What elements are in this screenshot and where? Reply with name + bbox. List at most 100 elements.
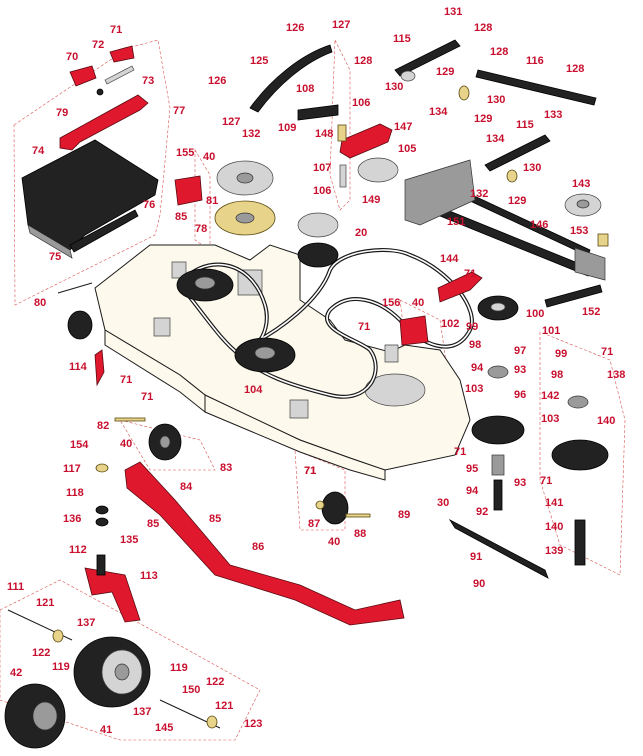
callout-140b: 140	[545, 521, 563, 533]
callout-130: 130	[385, 81, 403, 93]
pin	[104, 65, 135, 85]
callout-129: 129	[436, 66, 454, 78]
callout-106b: 106	[313, 185, 331, 197]
callout-104: 104	[244, 384, 263, 396]
belt-cover-assembly	[21, 45, 159, 294]
lift-link-116	[475, 69, 597, 106]
callout-133: 133	[544, 109, 562, 121]
callout-94: 94	[471, 362, 484, 374]
callout-145: 145	[155, 722, 173, 734]
callout-40c: 40	[120, 438, 132, 450]
callout-88: 88	[354, 528, 366, 540]
callout-102: 102	[441, 318, 459, 330]
callout-155: 155	[176, 147, 194, 159]
callout-130c: 130	[523, 162, 541, 174]
cover-bracket	[69, 209, 139, 253]
callout-77: 77	[173, 105, 185, 117]
callout-106: 106	[352, 97, 370, 109]
callout-135: 135	[120, 534, 138, 546]
front-axle-86	[124, 461, 405, 626]
callout-150: 150	[182, 684, 200, 696]
callout-107: 107	[313, 162, 331, 174]
callout-108: 108	[296, 83, 314, 95]
callout-130b: 130	[487, 94, 505, 106]
idler-arm-assembly	[249, 44, 393, 188]
callout-71f: 71	[141, 391, 153, 403]
callout-129b: 129	[474, 113, 492, 125]
callout-93b: 93	[514, 477, 526, 489]
callout-143: 143	[572, 178, 590, 190]
callout-71e: 71	[120, 374, 132, 386]
callout-84: 84	[180, 481, 193, 493]
callout-139: 139	[545, 545, 563, 557]
deflector-114	[94, 349, 105, 387]
lift-link-115	[394, 39, 461, 77]
callout-103b: 103	[541, 413, 559, 425]
callout-98b: 98	[551, 369, 563, 381]
torsion-arm-125	[249, 44, 333, 113]
lift-link-115b	[484, 134, 551, 172]
callout-70: 70	[66, 51, 78, 63]
callout-128d: 128	[566, 63, 584, 75]
callout-79: 79	[56, 107, 68, 119]
callout-134b: 134	[486, 133, 505, 145]
spindle-housing-right	[551, 439, 609, 471]
callouts: 71 72 70 73 79 77 74 76 75 80 126 127 12…	[7, 6, 625, 736]
callout-123: 123	[244, 718, 262, 730]
callout-125: 125	[250, 55, 268, 67]
idler-arm-147	[339, 123, 393, 159]
callout-42: 42	[10, 667, 22, 679]
callout-105: 105	[398, 143, 416, 155]
front-axle-assembly	[4, 461, 405, 749]
caster-fork-113	[84, 567, 141, 623]
callout-85: 85	[175, 211, 187, 223]
bracket-153	[597, 233, 609, 247]
callout-111: 111	[7, 581, 24, 593]
callout-122: 122	[32, 647, 50, 659]
idler-pulley-black	[297, 242, 339, 268]
callout-126: 126	[286, 22, 304, 34]
callout-153: 153	[570, 225, 588, 237]
callout-86: 86	[252, 541, 264, 553]
callout-154: 154	[70, 439, 89, 451]
callout-93: 93	[514, 364, 526, 376]
callout-117: 117	[63, 463, 81, 475]
callout-71c: 71	[358, 321, 370, 333]
callout-92: 92	[476, 506, 488, 518]
callout-95: 95	[466, 463, 478, 475]
callout-30: 30	[437, 497, 449, 509]
callout-127: 127	[332, 19, 350, 31]
red-bracket	[59, 94, 149, 151]
callout-132: 132	[242, 128, 260, 140]
callout-80: 80	[34, 297, 46, 309]
callout-71i: 71	[540, 475, 552, 487]
idler-pulley-149	[357, 157, 399, 183]
callout-140: 140	[597, 415, 615, 427]
callout-82: 82	[97, 420, 109, 432]
callout-97: 97	[514, 345, 526, 357]
callout-119b: 119	[170, 662, 188, 674]
callout-132b: 132	[470, 188, 488, 200]
callout-71g: 71	[454, 446, 466, 458]
roller-80	[67, 310, 93, 340]
callout-127b: 127	[222, 116, 240, 128]
callout-89: 89	[398, 509, 410, 521]
callout-138: 138	[607, 369, 625, 381]
blade-91	[448, 518, 549, 579]
callout-126b: 126	[208, 75, 226, 87]
callout-137: 137	[77, 617, 95, 629]
callout-156: 156	[382, 297, 400, 309]
idler-pulley-small	[297, 212, 339, 238]
callout-101: 101	[542, 325, 560, 337]
callout-20: 20	[355, 227, 367, 239]
lift-linkage	[394, 39, 609, 308]
callout-40d: 40	[328, 536, 340, 548]
callout-128c: 128	[354, 55, 372, 67]
callout-151: 151	[447, 216, 465, 228]
callout-128: 128	[474, 22, 492, 34]
callout-134: 134	[429, 106, 448, 118]
callout-109: 109	[278, 122, 296, 134]
spring-152	[544, 284, 603, 308]
spindle-housing-left	[471, 415, 525, 445]
callout-148: 148	[315, 128, 333, 140]
